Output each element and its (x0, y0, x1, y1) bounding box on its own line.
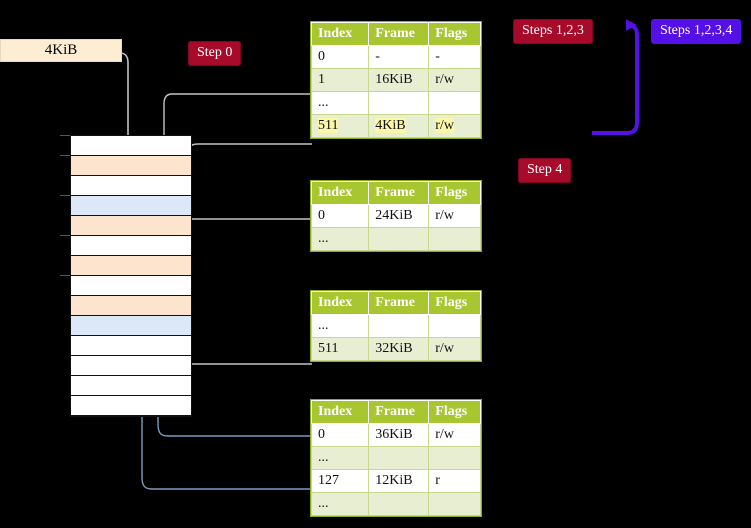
memory-frame-row (71, 156, 191, 176)
table-row: ... (310, 492, 481, 516)
table-cell: ... (310, 492, 370, 516)
column-header-frame: Frame (368, 181, 430, 205)
column-header-frame: Frame (368, 22, 430, 46)
memory-frame-row (71, 356, 191, 376)
table-cell: - (428, 45, 481, 69)
table-cell: 0 (310, 423, 370, 447)
physical-memory-block (70, 135, 192, 417)
highlighted-value: r/w (435, 118, 454, 133)
connector-pdpt-0-to-frame (177, 218, 312, 257)
size-label-4kib: 4KiB (0, 39, 122, 62)
table-cell: 127 (310, 469, 370, 493)
table-cell: ... (310, 446, 370, 470)
table-row: ... (310, 314, 481, 338)
table-row: 511 4KiB r/w (310, 114, 481, 138)
table-row: ... (310, 446, 481, 470)
table-cell (368, 492, 430, 516)
table-cell: ... (310, 227, 370, 251)
table-row: 0-- (310, 45, 481, 69)
table-cell: - (368, 45, 430, 69)
memory-frame-row (71, 176, 191, 196)
table-cell: 0 (310, 204, 370, 228)
memory-frame-row (71, 196, 191, 216)
memory-frame-row (71, 216, 191, 236)
frame-tick-mark (60, 195, 70, 196)
table-cell: ... (310, 314, 370, 338)
table-cell: r/w (428, 337, 481, 361)
memory-frame-row (71, 376, 191, 396)
column-header-frame: Frame (368, 291, 430, 315)
table-cell (368, 314, 430, 338)
table-cell (368, 91, 430, 115)
table-cell: 24KiB (368, 204, 430, 228)
table-cell: r/w (428, 68, 481, 92)
table-cell (428, 91, 481, 115)
table-cell: 12KiB (368, 469, 430, 493)
size-label-text: 4KiB (44, 42, 78, 58)
connector-pml4-511-to-frame (185, 143, 312, 216)
table-cell: 511 (310, 337, 370, 361)
memory-frame-row (71, 316, 191, 336)
memory-frame-row (71, 136, 191, 156)
table-cell (428, 446, 481, 470)
column-header-index: Index (310, 22, 370, 46)
table-cell (428, 314, 481, 338)
memory-frame-row (71, 396, 191, 416)
step0-badge: Step 0 (188, 41, 242, 66)
frame-tick-mark (60, 155, 70, 156)
table-row: ... (310, 91, 481, 115)
frame-tick-mark (60, 235, 70, 236)
table-cell: 4KiB (368, 114, 430, 138)
table-cell: 36KiB (368, 423, 430, 447)
connector-steps-return-arrow (592, 19, 639, 135)
highlighted-value: 511 (318, 118, 339, 133)
column-header-index: Index (310, 181, 370, 205)
memory-frame-row (71, 336, 191, 356)
table-cell: 16KiB (368, 68, 430, 92)
table-cell: 32KiB (368, 337, 430, 361)
column-header-index: Index (310, 291, 370, 315)
step4-badge: Step 4 (518, 158, 572, 183)
table-cell (428, 492, 481, 516)
table-cell: 0 (310, 45, 370, 69)
connector-frame-to-pd (179, 316, 312, 365)
frame-tick-mark (60, 135, 70, 136)
table-cell: ... (310, 91, 370, 115)
table-cell: r (428, 469, 481, 493)
steps1234-badge: Steps 1,2,3,4 (651, 19, 742, 44)
memory-frame-row (71, 256, 191, 276)
column-header-index: Index (310, 400, 370, 424)
table-cell: 511 (310, 114, 370, 138)
table-cell (368, 227, 430, 251)
highlighted-value: 4KiB (375, 118, 406, 133)
column-header-flags: Flags (428, 400, 481, 424)
column-header-flags: Flags (428, 181, 481, 205)
table-cell: r/w (428, 204, 481, 228)
table-cell: r/w (428, 423, 481, 447)
column-header-flags: Flags (428, 22, 481, 46)
table-row: ... (310, 227, 481, 251)
memory-frame-row (71, 236, 191, 256)
table-cell (428, 227, 481, 251)
memory-frame-row (71, 296, 191, 316)
steps123-badge: Steps 1,2,3 (513, 19, 593, 44)
column-header-flags: Flags (428, 291, 481, 315)
table-cell: r/w (428, 114, 481, 138)
table-cell (368, 446, 430, 470)
table-cell: 1 (310, 68, 370, 92)
frame-tick-mark (60, 275, 70, 276)
memory-frame-row (71, 276, 191, 296)
column-header-frame: Frame (368, 400, 430, 424)
